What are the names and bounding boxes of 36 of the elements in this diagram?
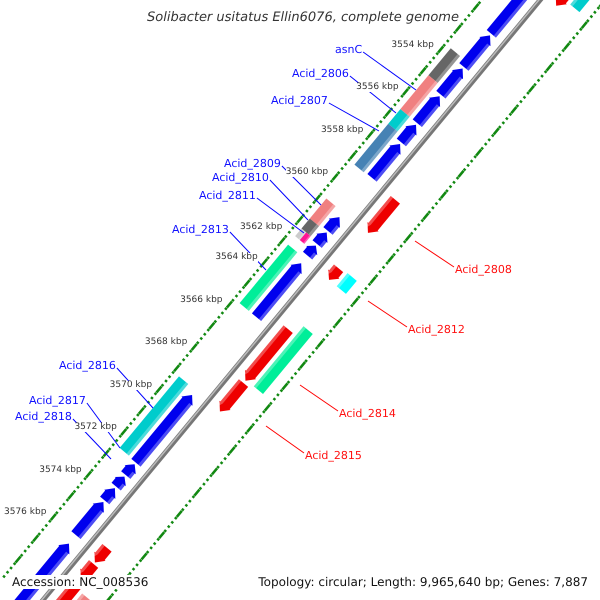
leader-line (414, 240, 454, 268)
gene-label: Acid_2807 (271, 95, 328, 106)
tick-label: 3556 kbp (356, 83, 399, 92)
tick-label: 3574 kbp (39, 466, 82, 475)
tick-label: 3566 kbp (180, 296, 222, 305)
gene-label: Acid_2811 (199, 190, 256, 201)
tick-label: 3560 kbp (286, 168, 328, 178)
tick-label: 3572 kbp (74, 423, 117, 432)
tick-label: 3564 kbp (215, 253, 258, 262)
map-info-text: Topology: circular; Length: 9,965,640 bp; Genes: 7,887 (256, 575, 590, 589)
gene-label: Acid_2809 (224, 158, 281, 169)
tick-label: 3562 kbp (240, 223, 282, 232)
leader-line (300, 384, 338, 412)
tick-label: 3568 kbp (144, 338, 188, 348)
gene-label: Acid_2810 (212, 172, 269, 183)
gene-label: Acid_2814 (339, 408, 396, 419)
gene-label: Acid_2806 (292, 68, 349, 79)
gene-label: Acid_2808 (455, 264, 512, 275)
tick-label: 3576 kbp (4, 508, 46, 518)
tick-label: 3554 kbp (391, 40, 434, 50)
gene-label: Acid_2815 (305, 450, 362, 461)
leader-line (269, 180, 308, 220)
leader-line (362, 52, 416, 90)
gene-label: Acid_2816 (59, 360, 116, 371)
gene-label: Acid_2813 (172, 224, 229, 235)
gene-label: Acid_2817 (29, 395, 86, 406)
leader-line (368, 300, 408, 328)
gene-label: asnC (335, 44, 362, 55)
leader-line (256, 198, 304, 234)
leader-line (266, 426, 304, 454)
tick-label: 3558 kbp (320, 126, 364, 135)
leader-line (328, 102, 380, 132)
gene-label: Acid_2818 (15, 411, 72, 422)
tick-label: 3570 kbp (110, 380, 152, 390)
map-title: Solibacter usitatus Ellin6076, complete genome (146, 11, 460, 24)
gene-label: Acid_2812 (408, 324, 465, 335)
